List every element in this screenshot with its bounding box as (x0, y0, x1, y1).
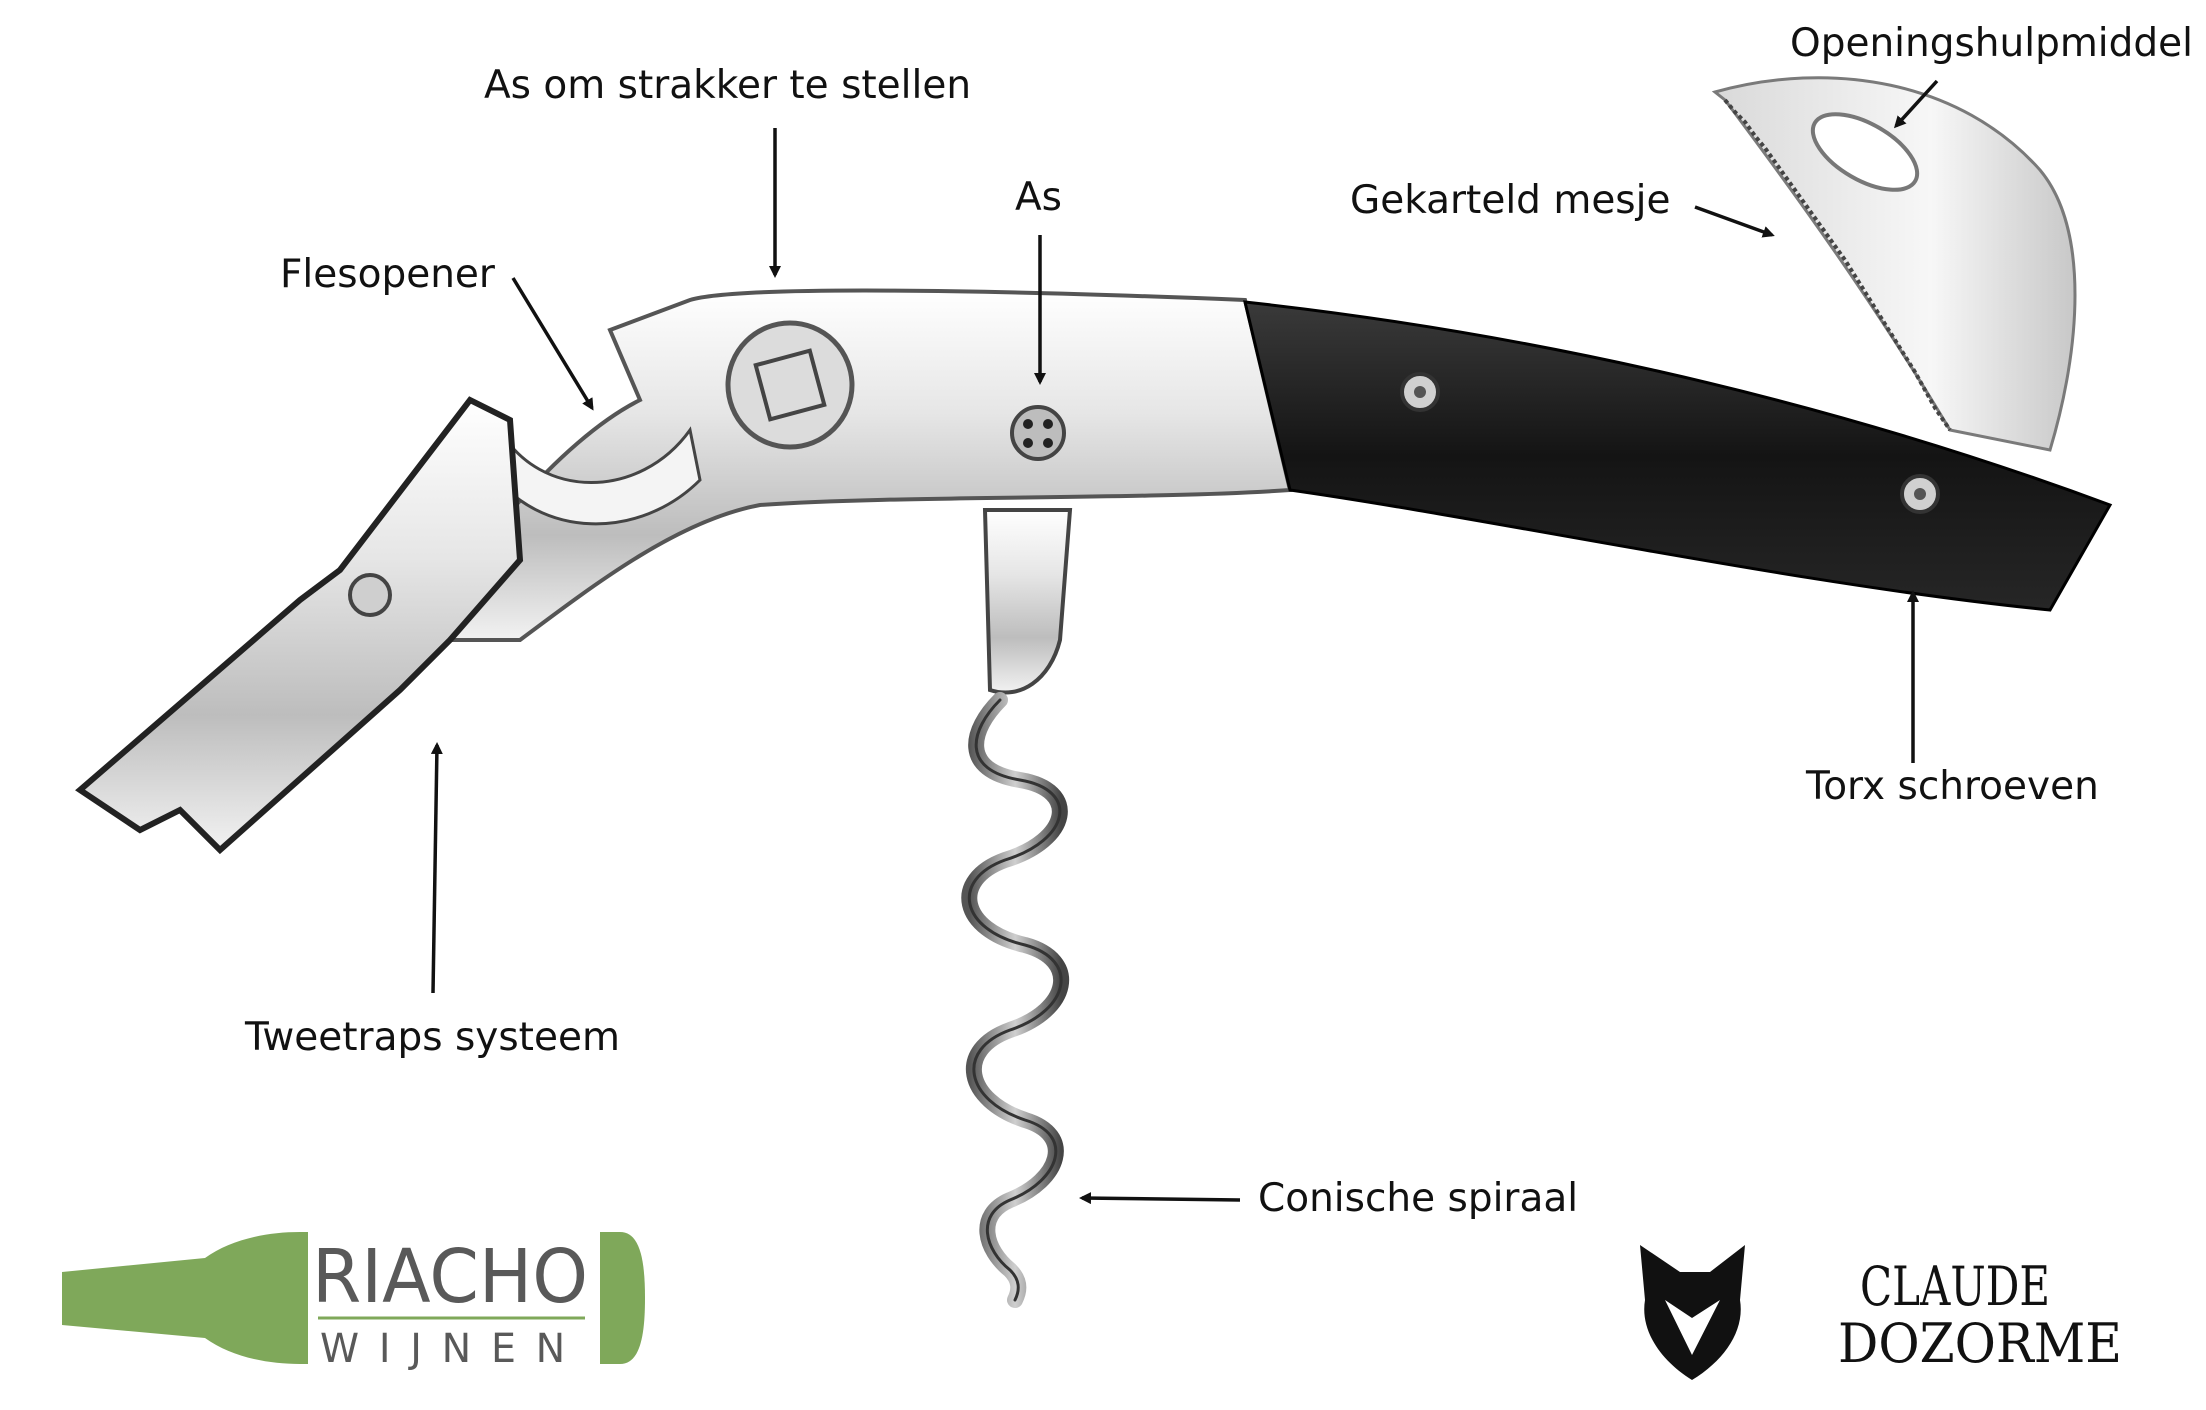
corkscrew-illustration (75, 76, 2113, 1308)
label-axis: As (1015, 175, 1062, 220)
conical-spiral-outline (967, 698, 1063, 1302)
center-axis-hole (1043, 438, 1053, 448)
center-axis (1010, 405, 1066, 461)
fox-face-mark (1665, 1300, 1720, 1355)
blade-opening-hole (1810, 112, 1920, 192)
worm-shank (982, 508, 1073, 695)
arrow-bottle-opener (511, 277, 594, 411)
label-serrated-blade: Gekarteld mesje (1350, 178, 1671, 223)
arrow-two-step (430, 742, 443, 994)
wijnen-logo-text: WIJNEN (320, 1326, 585, 1372)
tension-axis-disk (725, 320, 855, 450)
label-torx-screws: Torx schroeven (1806, 764, 2099, 809)
label-bottle-opener: Flesopener (280, 252, 495, 297)
riacho-wijnen-logo: RIACHO WIJNEN (62, 1232, 645, 1372)
center-axis-hole (1043, 419, 1053, 429)
riacho-bottle-end (600, 1232, 645, 1364)
arrow-serrated-blade (1694, 205, 1775, 238)
torx-screw-1-center (1414, 386, 1426, 398)
label-two-step: Tweetraps systeem (245, 1015, 620, 1060)
arrow-conical-spiral (1079, 1192, 1241, 1205)
annotation-arrows (430, 79, 1939, 1205)
two-step-lever (75, 396, 524, 855)
serrated-edge (1723, 98, 1952, 432)
wooden-handle (1243, 300, 2113, 612)
claude-dozorme-logo: CLAUDE DOZORME (1640, 1245, 2122, 1380)
serrated-blade-shape (1711, 76, 2077, 452)
tension-axis-logo (753, 348, 827, 422)
label-conical-spiral: Conische spiraal (1258, 1176, 1579, 1221)
label-opening-aid: Openingshulpmiddel (1790, 21, 2193, 66)
arrow-opening-aid (1893, 79, 1939, 129)
steel-body (427, 288, 1293, 642)
torx-screw-2-center (1914, 488, 1926, 500)
riacho-bottle-shape (62, 1232, 308, 1364)
claude-logo-text: CLAUDE (1860, 1255, 2050, 1318)
fox-head-icon (1640, 1245, 1745, 1380)
lever-pivot (348, 573, 392, 617)
label-tension-axis: As om strakker te stellen (484, 63, 972, 108)
dozorme-logo-text: DOZORME (1838, 1312, 2122, 1375)
riacho-logo-text: RIACHO (312, 1234, 588, 1320)
center-axis-hole (1023, 438, 1033, 448)
center-axis-hole (1023, 419, 1033, 429)
bottle-opener-notch (488, 426, 702, 526)
